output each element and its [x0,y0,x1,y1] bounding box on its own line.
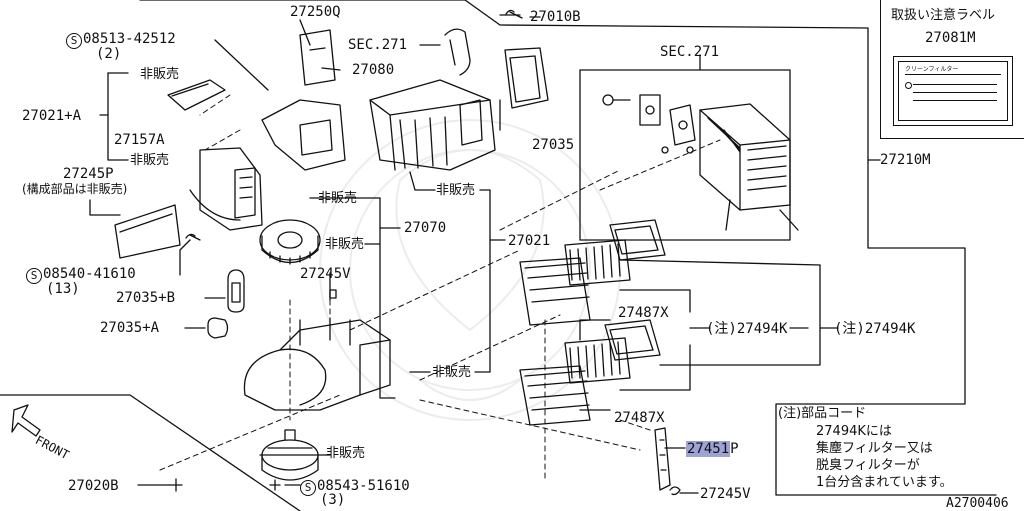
bracket-27451p [654,427,671,491]
standard-part-icon: S [66,33,82,49]
part-number: 08513-42512 [83,31,176,47]
diagram-id: A2700406 [946,496,1009,511]
label-not-sold-5: 非販売 [436,183,476,198]
highlighted-part-number: 27451 [686,441,731,457]
note-line-4: 脱臭フィルターが [816,458,920,473]
valve-parts [602,94,696,154]
sticker-text: クリーンフィルター [905,66,959,73]
qty-08543: (3) [320,492,346,508]
pipe [444,28,471,76]
label-27080: 27080 [352,62,395,78]
blower-upper-case [189,147,263,231]
note-line-2: 27494Kには [816,424,892,439]
front-arrow-icon [11,404,41,437]
note-line-1: (注)部品コード [778,406,867,421]
label-not-sold-3: 非販売 [318,191,358,206]
label-27245p: 27245P [63,166,114,182]
label-not-sold-6: 非販売 [432,365,472,380]
label-27487x-bottom: 27487X [614,410,665,426]
sticker-inner: クリーンフィルター [898,61,1008,121]
qty-08540: (13) [46,281,80,297]
label-27021: 27021 [508,233,551,249]
gasket-27035b [227,269,245,313]
part-number: 08543-51610 [317,478,410,494]
label-not-sold-4: 非販売 [325,237,365,252]
label-not-sold-1: 非販売 [140,67,180,82]
blower-lower-housing [243,317,391,411]
sec271-box [579,69,791,241]
label-27245v-bottom: 27245V [700,486,751,502]
standard-part-icon: S [26,268,42,284]
note-line-3: 集塵フィルター又は [816,441,933,456]
standard-part-icon: S [300,480,316,496]
seal-frame [504,47,549,109]
caution-label-part: 27081M [925,30,976,46]
label-27487x-top: 27487X [618,305,669,321]
label-27494k-1: (注)27494K [706,321,788,337]
label-27210m: 27210M [880,152,931,168]
evaporator-core [699,103,791,211]
blower-fan [259,219,321,265]
label-27020b: 27020B [68,478,119,494]
label-27245v-top: 27245V [300,266,351,282]
filter-27157a [167,79,226,111]
label-sec271-top: SEC.271 [348,37,408,53]
label-27070: 27070 [404,220,447,236]
label-27035: 27035 [532,137,575,153]
label-not-sold-7: 非販売 [326,446,366,461]
caution-label-title: 取扱い注意ラベル [891,8,996,23]
label-not-sold-2: 非販売 [130,153,170,168]
label-27035-b: 27035+B [116,290,176,306]
filters [519,219,666,426]
note-line-5: 1台分含まれています。 [816,475,953,490]
label-27451p: 27451P [686,441,739,457]
label-27250q: 27250Q [290,4,341,20]
caution-label-box: 取扱い注意ラベル 27081M クリーンフィルター [880,0,1024,139]
qty-08513: (2) [96,46,122,62]
note-text: (注)部品コード 27494Kには 集塵フィルター又は 脱臭フィルターが 1台分… [776,404,996,494]
label-27494k-2: (注)27494K [834,321,916,337]
label-27245p-note: (構成部品は非販売) [22,182,128,196]
label-27021-a: 27021+A [22,108,82,124]
screw-08540 [185,233,201,241]
part-suffix: P [730,441,739,457]
label-27035-a: 27035+A [100,320,160,336]
label-27157a: 27157A [114,132,165,148]
label-27010b: 27010B [530,9,581,25]
plug-27035a [207,317,229,339]
intake-door [261,99,346,171]
label-sticker: クリーンフィルター [893,56,1013,126]
blower-motor [261,429,319,481]
assembly-outline [139,0,997,496]
evaporator-housing [369,79,496,171]
screw-27010b [505,9,523,19]
filter-27245p [114,204,181,259]
label-sec271-right: SEC.271 [660,44,720,60]
part-number: 08540-41610 [43,266,136,282]
actuator-27080 [299,29,336,86]
